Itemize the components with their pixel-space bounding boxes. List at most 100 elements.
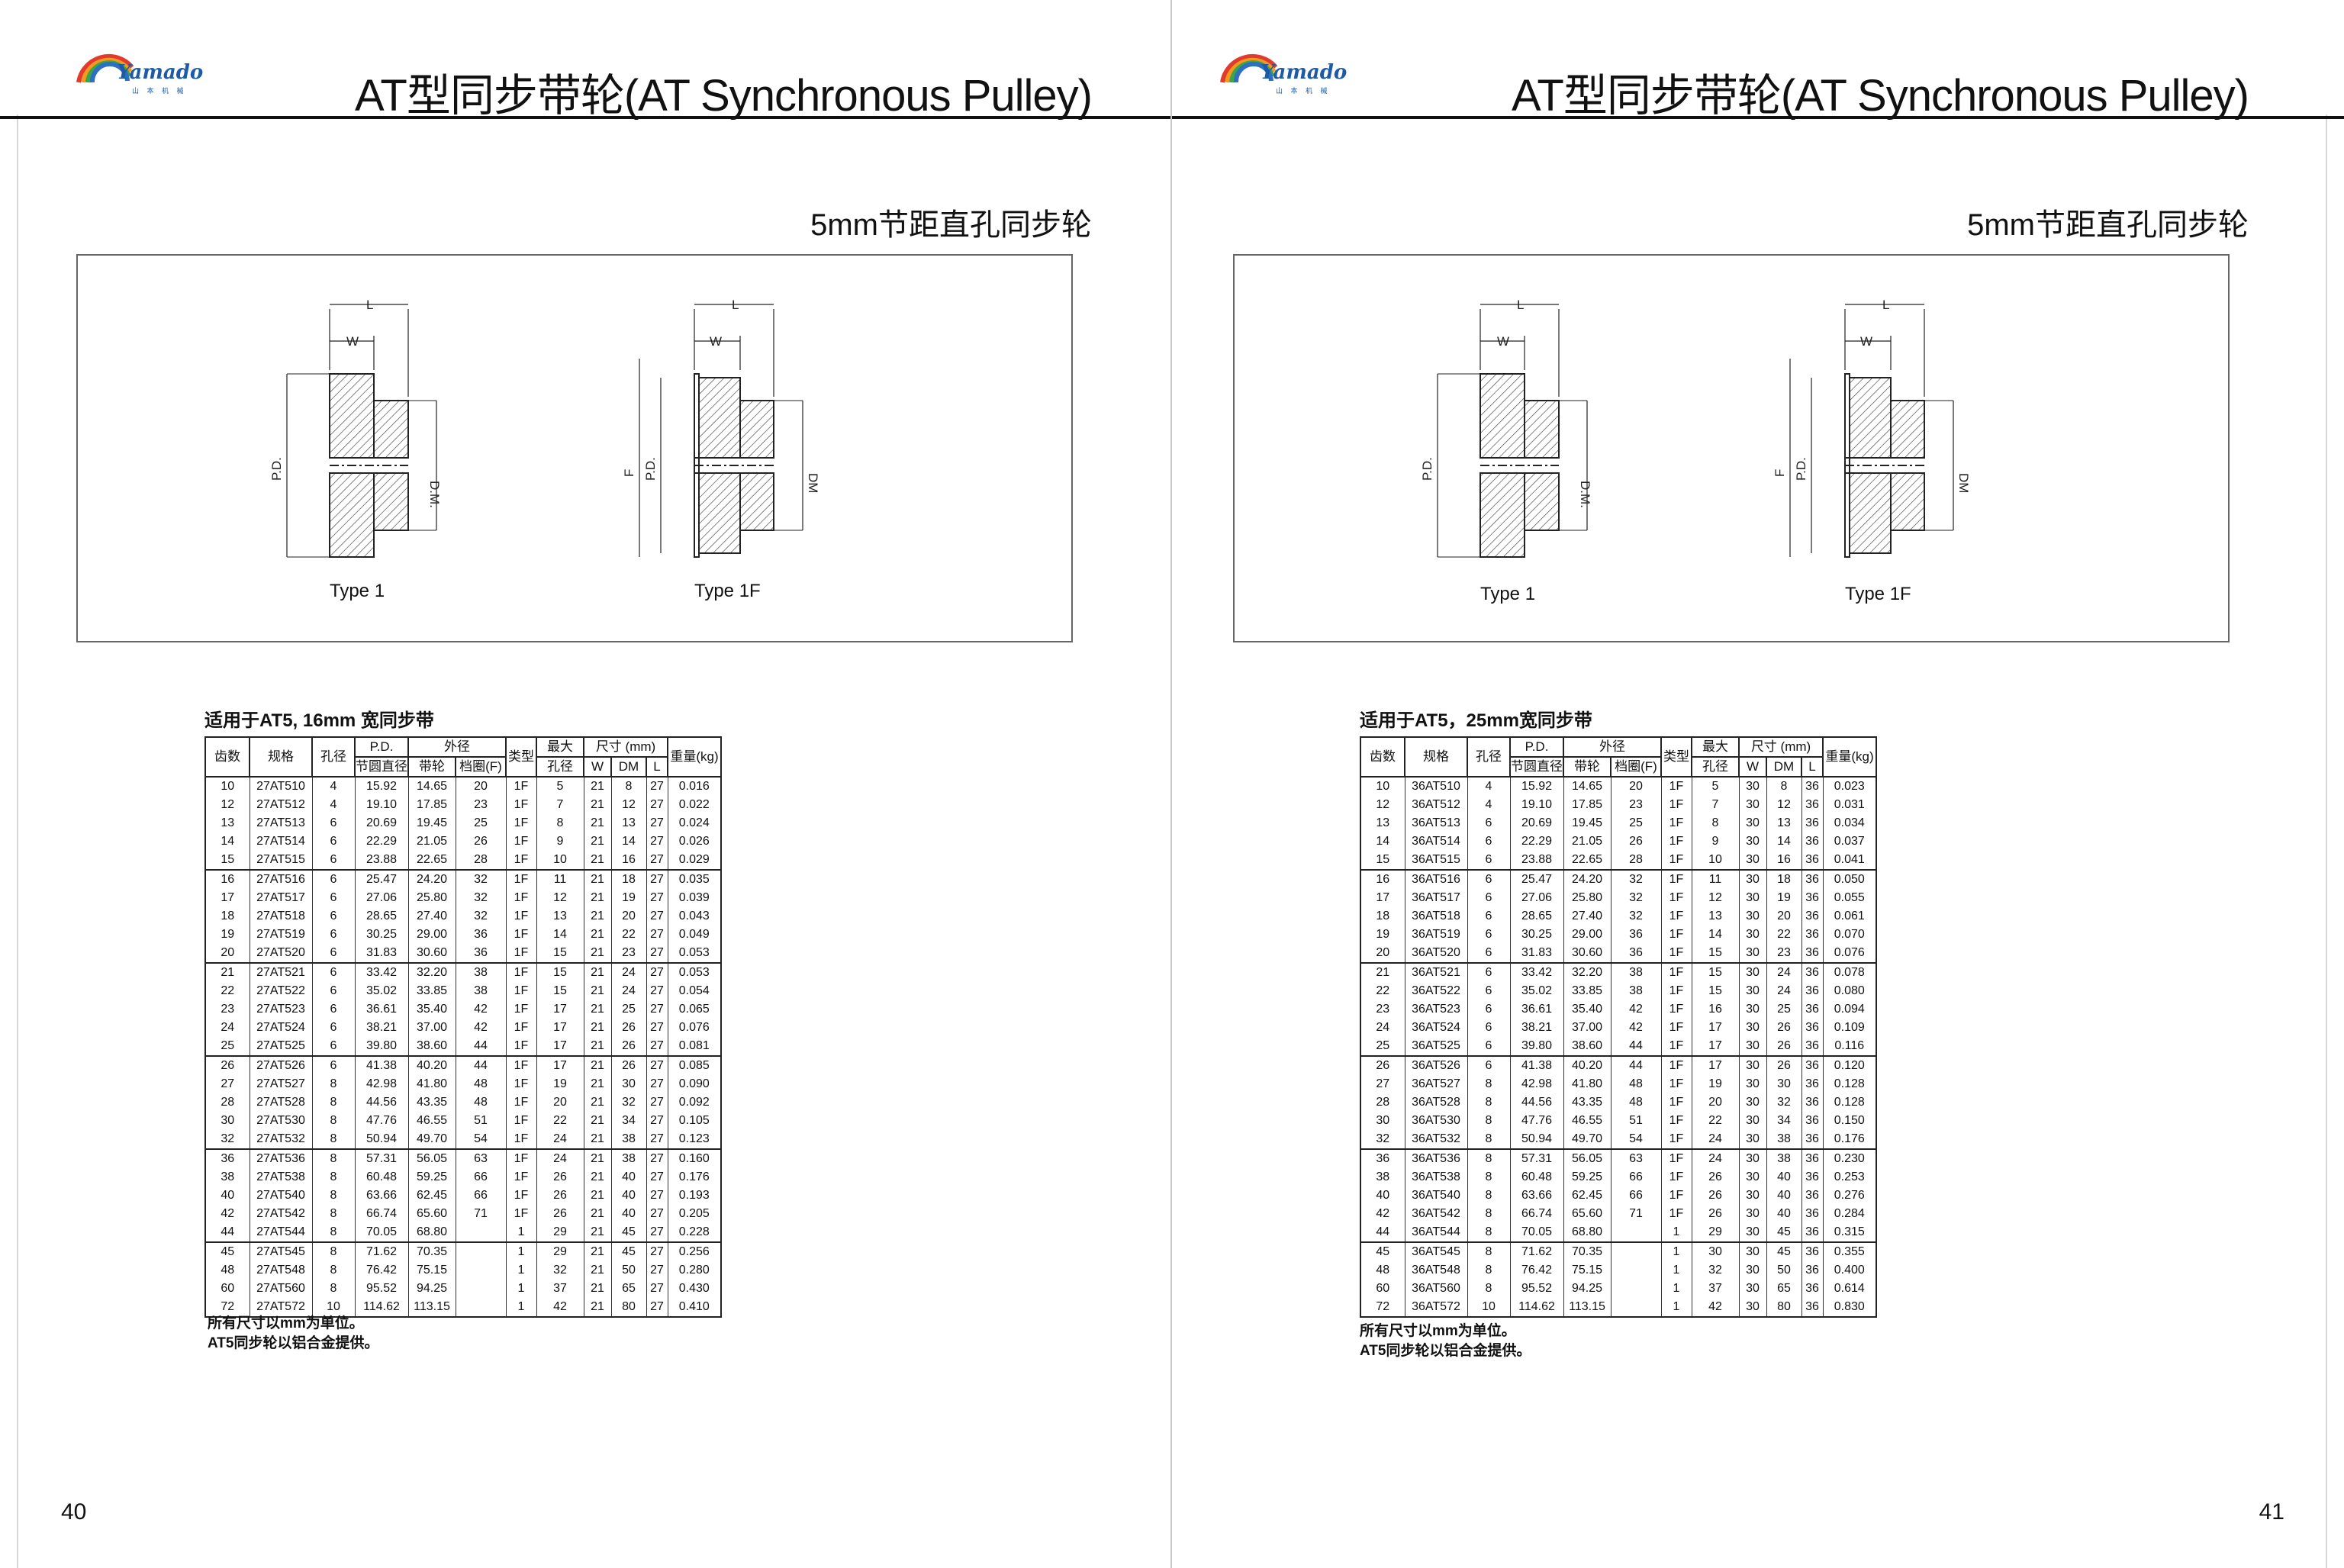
cell-type: 1F bbox=[505, 1075, 537, 1093]
cell-type: 1F bbox=[1660, 796, 1692, 814]
cell-L: 36 bbox=[1801, 1186, 1824, 1205]
cell-pd: 76.42 bbox=[1509, 1261, 1564, 1280]
table-notes: 所有尺寸以mm为单位。 AT5同步轮以铝合金提供。 bbox=[1360, 1322, 1531, 1361]
cell-teeth: 16 bbox=[1360, 869, 1405, 889]
cell-max-bore: 22 bbox=[1691, 1112, 1740, 1130]
cell-pulley: 68.80 bbox=[1563, 1223, 1612, 1242]
cell-L: 36 bbox=[1801, 1075, 1824, 1093]
cell-max-bore: 26 bbox=[536, 1168, 584, 1186]
cell-type: 1F bbox=[505, 889, 537, 907]
cell-pd: 28.65 bbox=[354, 907, 409, 926]
cell-weight: 0.080 bbox=[1822, 982, 1877, 1000]
cell-flange bbox=[1610, 1261, 1662, 1280]
cell-weight: 0.053 bbox=[667, 944, 722, 963]
cell-max-bore: 15 bbox=[536, 944, 584, 963]
cell-pulley: 94.25 bbox=[1563, 1280, 1612, 1298]
cell-spec: 36AT540 bbox=[1404, 1186, 1468, 1205]
cell-L: 36 bbox=[1801, 907, 1824, 926]
cell-W: 21 bbox=[583, 907, 612, 926]
cell-bore: 8 bbox=[1467, 1280, 1511, 1298]
cell-spec: 36AT516 bbox=[1404, 869, 1468, 889]
cell-pulley: 62.45 bbox=[1563, 1186, 1612, 1205]
cell-weight: 0.078 bbox=[1822, 962, 1877, 982]
cell-teeth: 12 bbox=[204, 796, 250, 814]
cell-flange: 63 bbox=[455, 1148, 507, 1168]
cell-bore: 6 bbox=[1467, 869, 1511, 889]
brand-name: Yamado bbox=[117, 61, 204, 84]
cell-flange: 32 bbox=[1610, 869, 1662, 889]
col-dims-group: 尺寸 (mm) bbox=[583, 736, 668, 758]
cell-pd: 19.10 bbox=[1509, 796, 1564, 814]
cell-DM: 26 bbox=[1766, 1037, 1802, 1056]
cell-weight: 0.280 bbox=[667, 1261, 722, 1280]
cell-spec: 36AT518 bbox=[1404, 907, 1468, 926]
cell-pd: 63.66 bbox=[1509, 1186, 1564, 1205]
cell-flange: 71 bbox=[455, 1205, 507, 1223]
cell-max-bore: 12 bbox=[1691, 889, 1740, 907]
dim-F-type1f: F bbox=[1772, 469, 1787, 477]
type1f-drawing bbox=[1789, 304, 1954, 558]
cell-teeth: 10 bbox=[1360, 777, 1405, 796]
cell-max-bore: 15 bbox=[536, 982, 584, 1000]
cell-W: 30 bbox=[1738, 814, 1767, 832]
cell-W: 30 bbox=[1738, 1055, 1767, 1075]
cell-pd: 57.31 bbox=[354, 1148, 409, 1168]
cell-max-bore: 13 bbox=[1691, 907, 1740, 926]
cell-pd: 114.62 bbox=[354, 1298, 409, 1318]
cell-W: 21 bbox=[583, 1280, 612, 1298]
cell-pd: 47.76 bbox=[1509, 1112, 1564, 1130]
cell-max-bore: 42 bbox=[1691, 1298, 1740, 1318]
dim-W-type1: W bbox=[1497, 334, 1509, 349]
cell-type: 1F bbox=[505, 1037, 537, 1056]
cell-flange bbox=[455, 1223, 507, 1242]
cell-pulley: 113.15 bbox=[407, 1298, 456, 1318]
cell-L: 36 bbox=[1801, 1112, 1824, 1130]
cell-spec: 27AT519 bbox=[249, 926, 313, 944]
cell-DM: 80 bbox=[1766, 1298, 1802, 1318]
cell-W: 21 bbox=[583, 1037, 612, 1056]
cell-pulley: 46.55 bbox=[1563, 1112, 1612, 1130]
cell-type: 1F bbox=[1660, 1055, 1692, 1075]
cell-type: 1F bbox=[505, 814, 537, 832]
col-type: 类型 bbox=[1660, 736, 1692, 778]
cell-flange: 66 bbox=[455, 1186, 507, 1205]
cell-spec: 27AT517 bbox=[249, 889, 313, 907]
cell-pulley: 32.20 bbox=[407, 962, 456, 982]
cell-W: 21 bbox=[583, 832, 612, 851]
col-DM: DM bbox=[1766, 756, 1802, 778]
cell-W: 30 bbox=[1738, 1280, 1767, 1298]
cell-pulley: 24.20 bbox=[1563, 869, 1612, 889]
cell-DM: 14 bbox=[610, 832, 647, 851]
cell-W: 30 bbox=[1738, 1130, 1767, 1149]
cell-type: 1F bbox=[505, 777, 537, 796]
cell-flange: 51 bbox=[1610, 1112, 1662, 1130]
cell-pd: 30.25 bbox=[1509, 926, 1564, 944]
cell-max-bore: 19 bbox=[1691, 1075, 1740, 1093]
cell-DM: 40 bbox=[610, 1186, 647, 1205]
cell-weight: 0.176 bbox=[667, 1168, 722, 1186]
cell-bore: 8 bbox=[311, 1186, 356, 1205]
cell-bore: 8 bbox=[311, 1112, 356, 1130]
cell-max-bore: 26 bbox=[1691, 1168, 1740, 1186]
dim-W-type1: W bbox=[346, 334, 359, 349]
cell-max-bore: 15 bbox=[1691, 944, 1740, 963]
cell-L: 27 bbox=[646, 1223, 668, 1242]
cell-pd: 39.80 bbox=[1509, 1037, 1564, 1056]
cell-pulley: 22.65 bbox=[407, 851, 456, 870]
col-flange: 档圈(F) bbox=[1610, 756, 1662, 778]
cell-spec: 36AT528 bbox=[1404, 1093, 1468, 1112]
cell-flange: 20 bbox=[455, 777, 507, 796]
cell-L: 27 bbox=[646, 907, 668, 926]
cell-type: 1F bbox=[1660, 1075, 1692, 1093]
cell-bore: 8 bbox=[1467, 1223, 1511, 1242]
brand-name: Yamado bbox=[1261, 61, 1347, 84]
cell-max-bore: 37 bbox=[536, 1280, 584, 1298]
cell-spec: 27AT522 bbox=[249, 982, 313, 1000]
